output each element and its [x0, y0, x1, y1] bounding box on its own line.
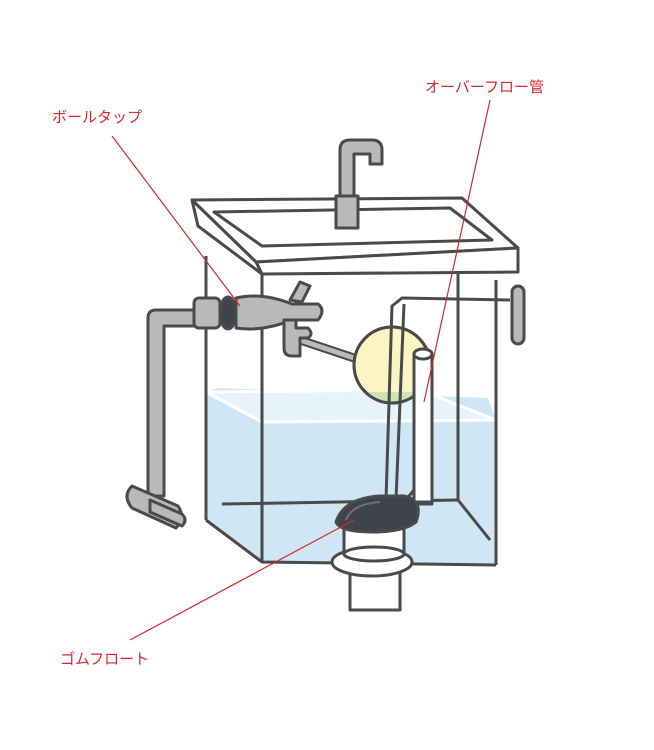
tank-bottom-edge	[205, 518, 497, 567]
spout-icon	[334, 138, 384, 230]
tank-lid	[190, 196, 520, 276]
label-rubber-float: ゴムフロート	[60, 650, 150, 668]
drain-assembly	[330, 494, 420, 612]
float-arm-core	[297, 337, 363, 363]
drain-seat-bottom	[342, 545, 406, 563]
lid-left-side	[190, 198, 264, 276]
ball-tap-body	[234, 294, 324, 331]
leader-ball-tap	[111, 135, 241, 307]
tank-floor-diagonal	[456, 499, 492, 541]
rubber-float-highlight	[345, 501, 381, 521]
label-ball-tap: ボールタップ	[52, 108, 143, 126]
float-ball-submerged	[354, 392, 430, 403]
ball-tap-top-arm	[288, 280, 312, 304]
flush-handle	[510, 284, 526, 346]
ball-tap-nozzle	[282, 318, 313, 358]
leader-rubber-float	[129, 519, 355, 641]
lever-rod-inner	[394, 303, 406, 501]
leader-overflow	[423, 99, 491, 403]
rubber-float-icon	[334, 494, 420, 534]
overflow-tube-top	[412, 347, 434, 361]
ball-tap-valve-icon	[192, 280, 324, 358]
leader-lines	[111, 99, 491, 641]
supply-pipe	[125, 308, 198, 530]
rubber-float	[334, 494, 420, 534]
spout-base	[334, 194, 360, 230]
ball-tap-inlet	[192, 296, 222, 330]
supply-pipe-body	[146, 308, 198, 498]
label-overflow-pipe: オーバーフロー管	[425, 78, 544, 96]
supply-pipe-outlet	[148, 498, 187, 528]
flush-handle-icon	[510, 284, 526, 346]
ball-tap-gasket	[218, 295, 238, 331]
